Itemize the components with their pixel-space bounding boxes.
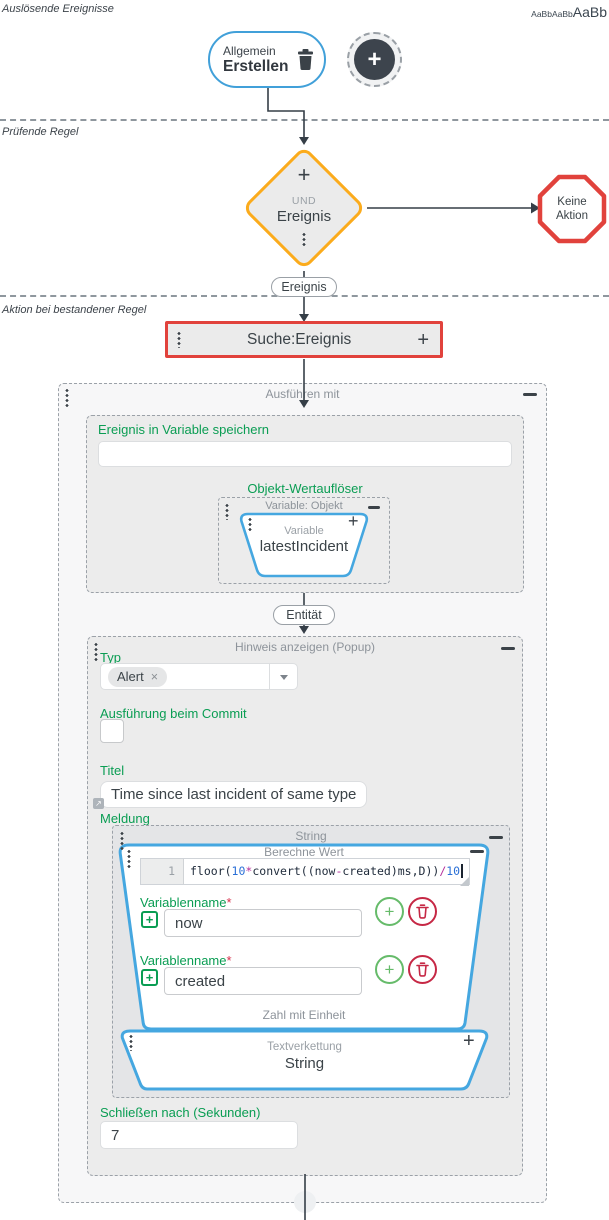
- calc-value-title: Berechne Wert: [264, 845, 344, 859]
- search-node-label: Suche:Ereignis: [247, 330, 352, 348]
- trigger-node-category: Allgemein: [223, 43, 276, 58]
- collapse-icon[interactable]: [501, 647, 515, 650]
- condition-name: Ereignis: [276, 208, 332, 225]
- add-icon[interactable]: +: [417, 328, 429, 351]
- variable-input-now[interactable]: [164, 909, 362, 937]
- calc-output-type-label: Zahl mit Einheit: [262, 1008, 346, 1022]
- formula-editor[interactable]: 1 floor(10*convert((now-created)ms,D))/1…: [140, 858, 470, 885]
- section-label-rule: Prüfende Regel: [2, 126, 79, 138]
- delete-row-button[interactable]: [408, 897, 437, 926]
- collapse-icon[interactable]: [470, 850, 484, 853]
- section-label-action: Aktion bei bestandener Regel: [2, 304, 147, 316]
- popup-title: Hinweis anzeigen (Popup): [234, 640, 376, 654]
- drag-handle-icon[interactable]: [248, 517, 252, 533]
- section-label-trigger: Auslösende Ereignisse: [2, 3, 114, 15]
- font-preview-large: AaBb: [572, 4, 607, 20]
- search-ereignis-node[interactable]: Suche:Ereignis +: [165, 321, 443, 358]
- no-action-node[interactable]: Keine Aktion: [536, 173, 608, 245]
- drag-handle-icon[interactable]: [127, 849, 131, 868]
- edge-label-text: Ereignis: [281, 280, 327, 294]
- save-variable-label: Ereignis in Variable speichern: [98, 422, 270, 437]
- condition-operator: UND: [291, 195, 317, 207]
- variable-name-label: Variablenname: [140, 953, 227, 968]
- rule-condition-content: + UND Ereignis: [254, 162, 354, 254]
- drag-handle-icon[interactable]: [129, 1034, 133, 1051]
- commit-checkbox[interactable]: [100, 719, 124, 743]
- variable-name-label: Variablenname: [140, 895, 227, 910]
- object-resolver-label: Objekt-Wertauflöser: [247, 481, 363, 496]
- add-row-button[interactable]: +: [375, 897, 404, 926]
- add-row-button[interactable]: +: [375, 955, 404, 984]
- dropdown-toggle[interactable]: [269, 664, 297, 689]
- concat-node-type: Textverkettung: [267, 1041, 342, 1053]
- titel-input[interactable]: [100, 781, 367, 808]
- variable-input-created[interactable]: [164, 967, 362, 995]
- close-after-label: Schließen nach (Sekunden): [100, 1105, 261, 1120]
- font-preview-small: AaBb: [551, 9, 573, 19]
- add-icon[interactable]: +: [463, 1030, 475, 1052]
- add-trigger-button[interactable]: +: [347, 32, 402, 87]
- titel-label: Titel: [100, 763, 125, 778]
- no-action-label: Keine Aktion: [556, 195, 588, 222]
- formula-code[interactable]: floor(10*convert((now-created)ms,D))/10: [183, 859, 469, 884]
- trigger-node-erstellen[interactable]: Allgemein Erstellen: [208, 31, 326, 88]
- drag-handle-icon[interactable]: [177, 331, 181, 348]
- drag-handle-icon[interactable]: [225, 503, 229, 520]
- variable-objekt-container: [218, 497, 390, 584]
- collapse-icon[interactable]: [368, 506, 380, 509]
- variable-objekt-title: Variable: Objekt: [265, 500, 343, 512]
- concat-node-shape[interactable]: [117, 1027, 492, 1093]
- edge-label-entitaet: Entität: [273, 605, 335, 625]
- trash-icon: [416, 904, 429, 919]
- add-variable-icon[interactable]: +: [141, 911, 158, 928]
- drag-handle-icon[interactable]: [65, 388, 69, 407]
- typ-chip-alert: Alert ×: [108, 666, 168, 687]
- variable-node-shape[interactable]: [236, 510, 372, 580]
- meldung-label: Meldung: [100, 811, 150, 826]
- delete-row-button[interactable]: [408, 955, 437, 984]
- section-divider: [0, 119, 609, 121]
- edge-label-ereignis: Ereignis: [271, 277, 337, 297]
- typ-label: Typ: [100, 650, 121, 665]
- drag-handle-icon[interactable]: [120, 831, 124, 850]
- expand-formula-icon[interactable]: ↗: [93, 798, 104, 809]
- collapse-icon[interactable]: [489, 836, 503, 839]
- save-variable-input[interactable]: [98, 441, 512, 467]
- drag-handle-icon[interactable]: [302, 232, 306, 248]
- commit-label: Ausführung beim Commit: [100, 706, 247, 721]
- resize-handle-icon[interactable]: [460, 877, 469, 886]
- chip-label: Alert: [117, 669, 144, 684]
- concat-node-name: String: [284, 1055, 325, 1072]
- add-condition-icon[interactable]: +: [297, 162, 311, 187]
- arrowhead-down-icon: [299, 137, 309, 145]
- close-after-input[interactable]: [100, 1121, 298, 1149]
- required-asterisk: *: [226, 953, 232, 968]
- plus-icon[interactable]: +: [354, 39, 395, 80]
- chevron-down-icon: [279, 674, 288, 684]
- trash-icon: [416, 962, 429, 977]
- execute-with-title: Ausführen mit: [265, 387, 340, 401]
- string-container-title: String: [295, 829, 327, 843]
- trash-icon[interactable]: [297, 49, 314, 70]
- line-number: 1: [141, 859, 183, 884]
- drag-handle-icon[interactable]: [94, 642, 98, 661]
- required-asterisk: *: [226, 895, 232, 910]
- font-preview-text: AaBbAaBbAaBb: [531, 4, 607, 22]
- octagon-shape: [537, 174, 607, 244]
- collapse-icon[interactable]: [523, 393, 537, 396]
- add-variable-icon[interactable]: +: [141, 969, 158, 986]
- font-preview-small: AaBb: [531, 9, 552, 19]
- trigger-node-name: Erstellen: [223, 57, 289, 75]
- edge-label-text: Entität: [286, 608, 322, 622]
- add-icon[interactable]: +: [348, 511, 359, 531]
- chip-remove-icon[interactable]: ×: [150, 669, 159, 684]
- variable-node-value: latestIncident: [259, 538, 349, 555]
- typ-select-field[interactable]: Alert ×: [100, 663, 298, 690]
- variable-node-type: Variable: [284, 525, 324, 537]
